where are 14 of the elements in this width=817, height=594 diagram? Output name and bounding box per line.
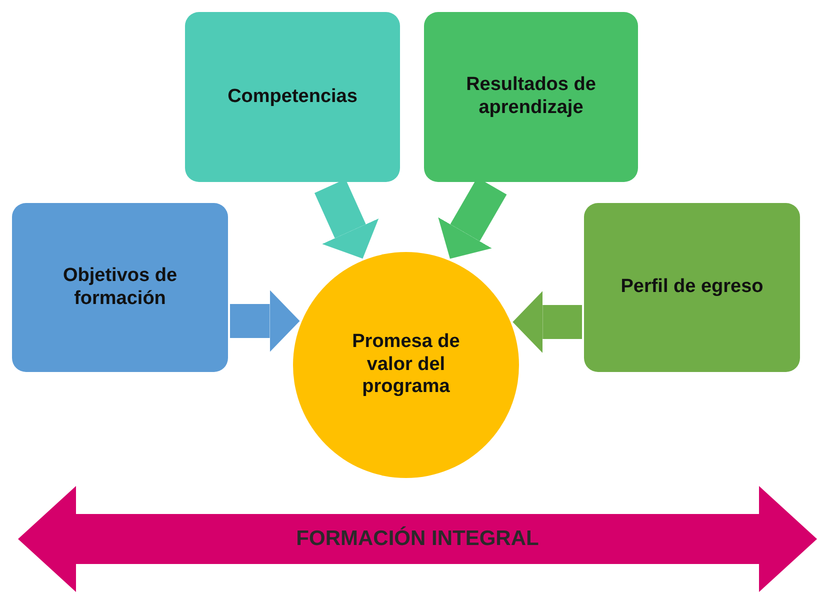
- concept-box: [185, 12, 400, 182]
- node-label: Promesa de valor del programa: [351, 330, 461, 400]
- block-arrow: [314, 179, 379, 259]
- concept-box: [424, 12, 638, 182]
- node-label: Resultados de aprendizaje: [465, 74, 597, 120]
- double-arrow-banner: [18, 486, 817, 592]
- block-arrow: [512, 291, 582, 353]
- node-label: Objetivos de formación: [62, 264, 178, 310]
- node-label: Competencias: [228, 86, 358, 108]
- node-label: Perfil de egreso: [620, 276, 764, 299]
- block-arrow: [230, 290, 300, 352]
- concept-box: [584, 203, 800, 372]
- node-label: FORMACIÓN INTEGRAL: [296, 526, 539, 552]
- concept-box: [12, 203, 228, 372]
